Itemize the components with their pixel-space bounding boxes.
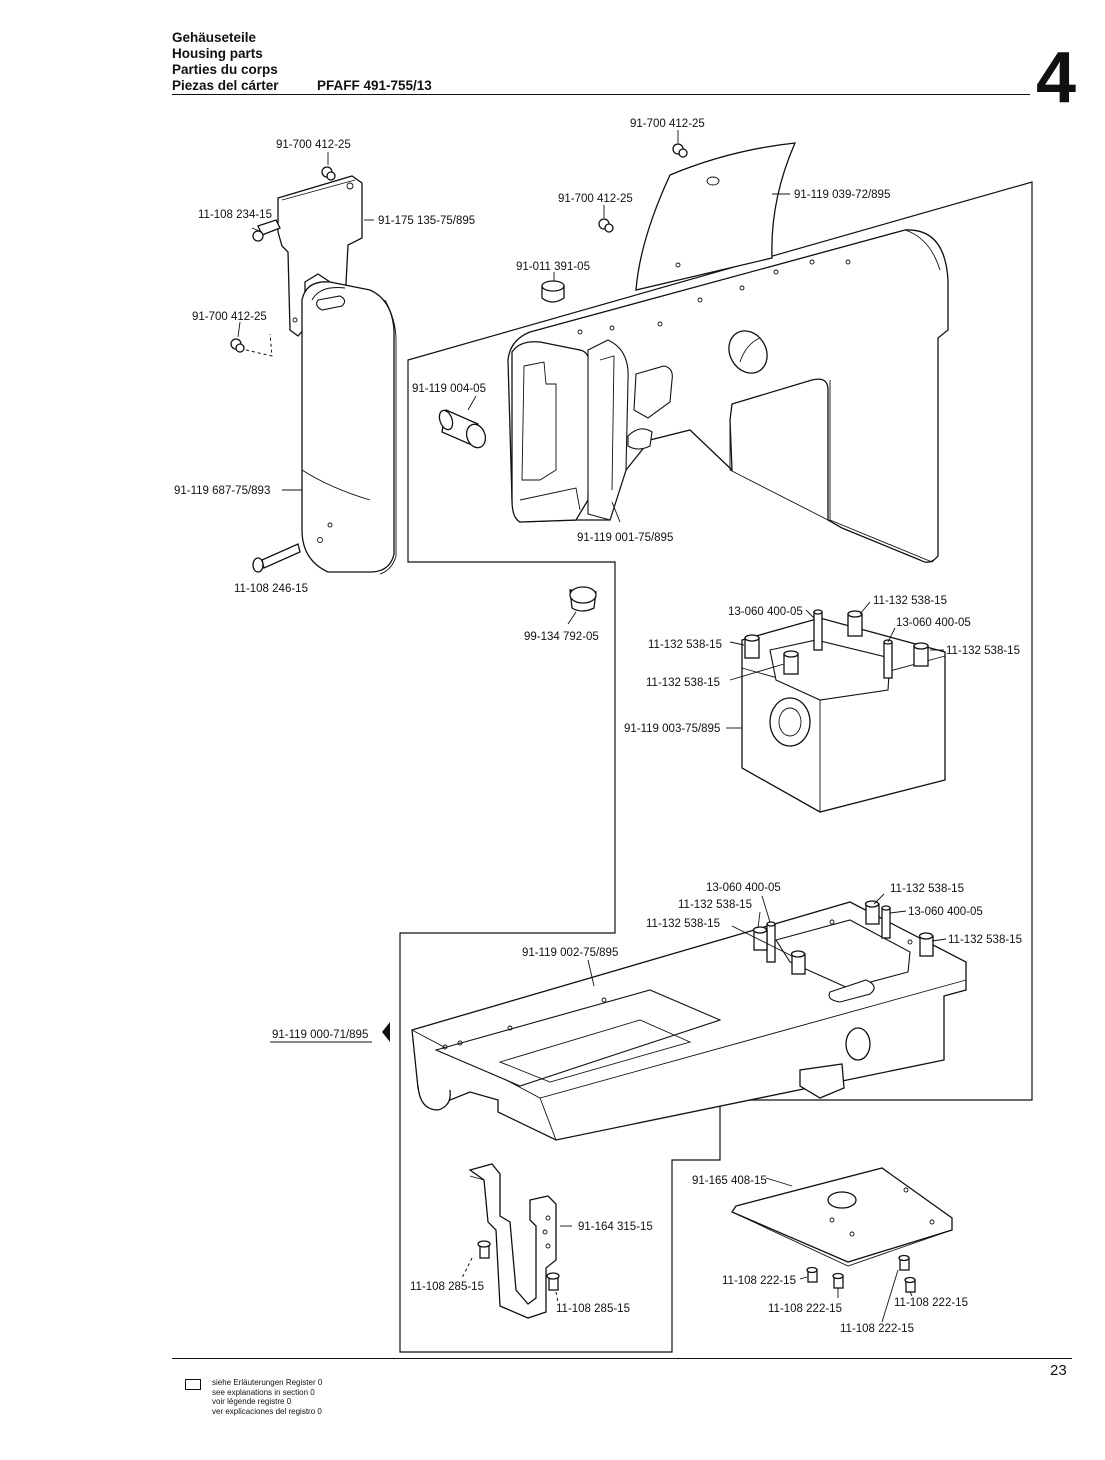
label-base-plate: 91-165 408-15: [692, 1175, 767, 1187]
bushing-icon: [438, 409, 487, 449]
screw-b1-icon: [864, 900, 880, 925]
label-screw-a1: 11-132 538-15: [873, 595, 947, 607]
screw-cover-mid-icon: [598, 218, 614, 233]
label-bracket-screw-1: 11-108 285-15: [410, 1281, 484, 1293]
label-plate-screw-1: 11-108 222-15: [722, 1275, 796, 1287]
pin-a1-icon: [813, 609, 823, 651]
label-plate-screw-3: 11-108 222-15: [894, 1297, 968, 1309]
pin-b1-icon: [766, 921, 776, 963]
page-header: Gehäuseteile Housing parts Parties du co…: [172, 30, 432, 94]
screw-a3-icon: [783, 650, 799, 675]
label-plate-screw-2: 11-108 222-15: [768, 1303, 842, 1315]
label-screw-a3: 11-132 538-15: [646, 677, 720, 689]
screw-b4-icon: [918, 932, 934, 957]
plate-screw-1-icon: [806, 1266, 818, 1283]
assembly-arrow-icon: [382, 1022, 390, 1042]
section-number: 4: [1036, 38, 1077, 118]
label-screw-a2: 11-132 538-15: [648, 639, 722, 651]
label-screw-b1: 11-132 538-15: [890, 883, 964, 895]
label-standard: 91-119 003-75/895: [624, 723, 720, 735]
label-bracket-plate: 91-175 135-75/895: [378, 215, 475, 227]
register-box-icon: [185, 1379, 201, 1390]
top-cover-part: [635, 142, 797, 291]
screw-a2-icon: [744, 634, 760, 659]
note-de: siehe Erläuterungen Register 0: [212, 1378, 323, 1387]
label-bracket-bottom: 91-164 315-15: [578, 1221, 653, 1233]
page-number: 23: [1050, 1362, 1067, 1379]
plug-top-icon: [541, 280, 565, 303]
face-cover-part: [301, 281, 397, 575]
label-arm-part: 91-119 001-75/895: [577, 532, 673, 544]
label-face-cover: 91-119 687-75/893: [174, 485, 270, 497]
title-de: Gehäuseteile: [172, 30, 257, 45]
label-plug-mid: 99-134 792-05: [524, 631, 599, 643]
note-es: ver explicaciones del registro 0: [212, 1406, 322, 1416]
bed-plate-part: [411, 901, 967, 1141]
label-screw-cover-mid: 91-700 412-25: [558, 193, 633, 205]
bottom-bracket-part: [468, 1163, 557, 1319]
label-bracket-screw-2: 11-108 285-15: [556, 1303, 630, 1315]
title-es: Piezas del cárter: [172, 78, 279, 93]
assembly-outline: [399, 181, 1033, 1353]
note-fr: voir légende registre 0: [212, 1397, 292, 1406]
plug-mid-icon: [569, 586, 597, 612]
label-pin-a2: 13-060 400-05: [896, 617, 971, 629]
plate-screw-4-icon: [904, 1276, 916, 1293]
plate-screw-2-icon: [832, 1272, 844, 1289]
label-bed: 91-119 002-75/895: [522, 947, 618, 959]
label-face-screw-bottom: 11-108 246-15: [234, 583, 308, 595]
footnote: siehe Erläuterungen Register 0 see expla…: [212, 1378, 322, 1416]
screw-top-left-icon: [321, 166, 336, 181]
screw-a4-icon: [913, 642, 929, 667]
plate-screw-3-icon: [898, 1254, 910, 1271]
label-screw-left-mid: 91-700 412-25: [192, 311, 267, 323]
label-pin-b1: 13-060 400-05: [706, 882, 781, 894]
title-en: Housing parts: [172, 46, 263, 61]
pin-a2-icon: [883, 639, 893, 679]
base-plate-part: [731, 1167, 953, 1267]
screw-cover-top-icon: [672, 143, 688, 158]
label-assembly: 91-119 000-71/895: [272, 1029, 368, 1041]
label-plate-screw-4: 11-108 222-15: [840, 1323, 914, 1335]
label-plug-top: 91-011 391-05: [516, 261, 590, 273]
label-pin-b2: 13-060 400-05: [908, 906, 983, 918]
header-rule: [172, 94, 1030, 96]
label-bushing: 91-119 004-05: [412, 383, 486, 395]
label-screw-b3: 11-132 538-15: [646, 918, 720, 930]
label-screw-cover-top: 91-700 412-25: [630, 118, 705, 130]
screw-left-mid-icon: [230, 338, 245, 353]
model-name: PFAFF 491-755/13: [317, 78, 432, 93]
pin-b2-icon: [881, 905, 891, 939]
screw-b2-icon: [752, 926, 768, 951]
note-en: see explanations in section 0: [212, 1387, 315, 1397]
face-screw-icon: [252, 219, 281, 242]
arm-casting-part: [507, 229, 949, 563]
title-fr: Parties du corps: [172, 62, 278, 77]
label-face-screw: 11-108 234-15: [198, 209, 272, 221]
label-screw-b2: 11-132 538-15: [678, 899, 752, 911]
label-screw-a4: 11-132 538-15: [946, 645, 1020, 657]
label-screw-b4: 11-132 538-15: [948, 934, 1022, 946]
bracket-screw-2-icon: [546, 1272, 560, 1291]
footer-rule: [172, 1358, 1072, 1360]
face-screw-bottom-icon: [252, 543, 301, 573]
screw-b3-icon: [790, 950, 806, 975]
label-pin-a1: 13-060 400-05: [728, 606, 803, 618]
label-screw-top-left: 91-700 412-25: [276, 139, 351, 151]
label-top-cover: 91-119 039-72/895: [794, 189, 890, 201]
bracket-screw-1-icon: [477, 1240, 491, 1259]
screw-a1-icon: [847, 610, 863, 637]
